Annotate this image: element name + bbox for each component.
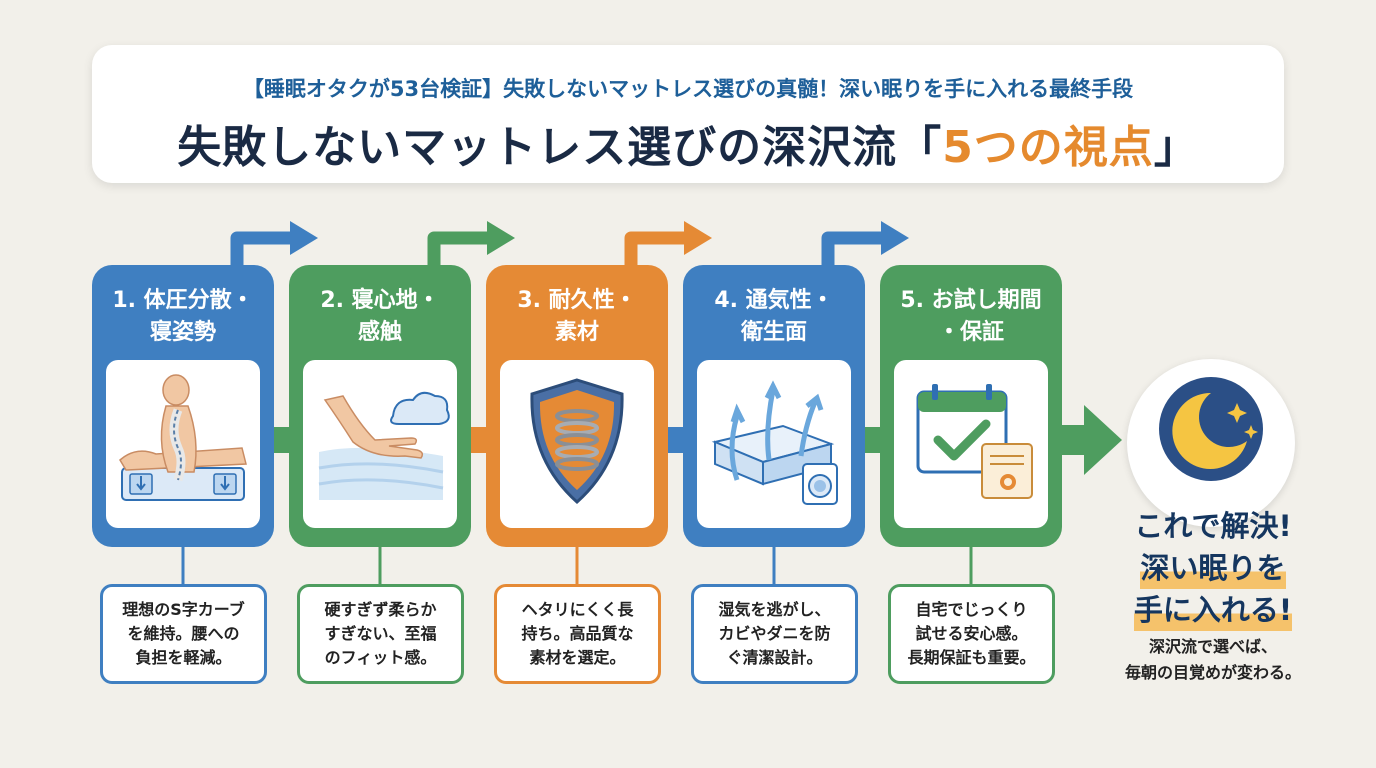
airflow-mattress-icon [711,380,838,505]
step-illustration-1 [106,360,260,528]
closing-text: 深沢流で選べば、 毎朝の目覚めが変わる。 [1124,637,1301,682]
conclusion-line-2: 深い眠りを [1140,547,1286,589]
step-card-2: 2. 寝心地・ 感触 [289,265,471,547]
moon-badge [1127,359,1295,527]
step-illustration-4 [697,360,851,528]
step-label-1: 1. 体圧分散・ 寝姿勢 [112,288,254,345]
conclusion-heading: これで解決! 深い眠りを 手に入れる! [1098,505,1328,631]
header-subtitle: 【睡眠オタクが53台検証】失敗しないマットレス選びの真髄！深い眠りを手に入れる最… [242,77,1134,101]
spine-posture-icon [119,374,247,501]
final-arrow-icon [1058,405,1122,475]
conclusion-line-1: これで解決! [1134,509,1292,543]
step-card-3: 3. 耐久性・ 素材 [486,265,668,547]
step-illustration-2 [303,360,457,528]
step-label-5: 5. お試し期間 ・保証 [900,288,1042,345]
elbow-arrow-4-head [881,221,909,255]
step-illustration-5 [894,360,1048,528]
step-card-4: 4. 通気性・ 衛生面 [683,265,865,547]
step-card-5: 5. お試し期間 ・保証 [880,265,1062,547]
step-note-4: 湿気を逃がし、 カビやダニを防 ぐ清潔設計。 [691,584,858,684]
page-title: 失敗しないマットレス選びの深沢流「5つの視点」 [92,111,1284,175]
connector-band-4-5 [862,427,882,453]
title-end: 」 [1153,122,1199,173]
step-label-4: 4. 通気性・ 衛生面 [714,288,834,345]
calendar-certificate-icon [916,384,1033,499]
step-card-1: 1. 体圧分散・ 寝姿勢 [92,265,274,547]
step-illustration-3 [500,360,654,528]
elbow-arrow-3-icon [624,231,686,268]
connector-band-1-2 [272,427,292,453]
title-accent: 5つの視点 [942,122,1154,173]
title-main: 失敗しないマットレス選びの深沢流「 [177,122,943,173]
elbow-arrow-1-icon [230,231,292,268]
elbow-arrow-4-icon [821,231,883,268]
shield-spring-icon [530,378,624,505]
elbow-arrow-2-icon [427,231,489,268]
conclusion-line-3: 手に入れる! [1133,589,1293,631]
elbow-arrow-3-head [684,221,712,255]
step-note-2: 硬すぎず柔らか すぎない、至福 のフィット感。 [297,584,464,684]
connector-band-2-3 [468,427,488,453]
elbow-arrow-1-head [290,221,318,255]
step-label-3: 3. 耐久性・ 素材 [517,288,637,345]
step-label-2: 2. 寝心地・ 感触 [320,288,440,345]
step-note-1: 理想のS字カーブ を維持。腰への 負担を軽減。 [100,584,267,684]
step-note-3: ヘタリにくく長 持ち。高品質な 素材を選定。 [494,584,661,684]
elbow-arrow-2-head [487,221,515,255]
header-banner: 【睡眠オタクが53台検証】失敗しないマットレス選びの真髄！深い眠りを手に入れる最… [92,45,1284,183]
moon-stars-icon [1159,377,1263,481]
step-note-5: 自宅でじっくり 試せる安心感。 長期保証も重要。 [888,584,1055,684]
connector-band-3-4 [665,427,685,453]
hand-on-mattress-icon [318,391,450,500]
